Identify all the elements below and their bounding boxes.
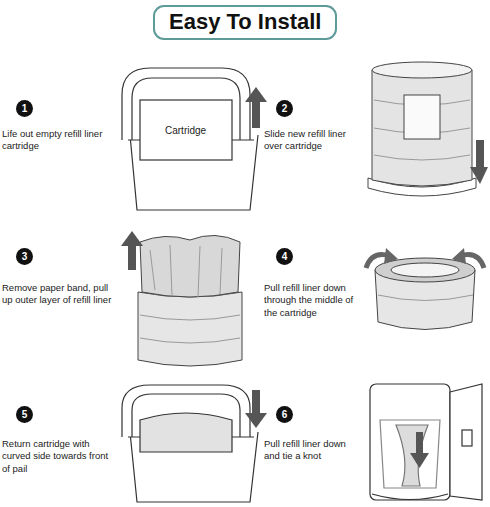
step-number-circle: 2 [276, 100, 293, 117]
bag-illustration-part [138, 292, 242, 366]
liner-illustration-part [372, 62, 472, 78]
curved-arrow [366, 255, 484, 269]
liner-illustration-part [372, 70, 472, 186]
cartridge-illustration-part [391, 263, 459, 277]
title-text: Easy To Install [169, 9, 321, 34]
step-number-circle: 5 [16, 406, 33, 423]
open-pail-illustration-part [462, 430, 472, 446]
callout-number: 2 [282, 104, 288, 114]
bag-illustration-part [140, 235, 240, 297]
open-pail-illustration-part [370, 384, 450, 500]
down-arrow [470, 140, 488, 184]
cartridge-illustration [375, 258, 475, 330]
open-pail-illustration-part [372, 494, 448, 500]
callout-number: 3 [22, 252, 28, 262]
down-arrow [245, 390, 267, 428]
up-arrow-part [252, 100, 260, 128]
step-instruction: Pull refill liner down through the middl… [264, 282, 362, 319]
down-arrow-part [252, 390, 260, 414]
step-instruction: Slide new refill liner over cartridge [264, 128, 362, 153]
up-arrow-part [245, 87, 267, 102]
step-number-circle: 6 [276, 406, 293, 423]
pail-illustration-part [140, 413, 232, 452]
pail-illustration [122, 68, 258, 210]
arrow-head-part [384, 248, 398, 264]
arrow-head [384, 248, 466, 264]
down-arrow-part [410, 453, 429, 468]
arrow-head-part [452, 248, 466, 264]
liner-illustration [368, 62, 476, 196]
up-arrow-part [128, 244, 136, 270]
callout-number: 4 [282, 252, 288, 262]
step-number-circle: 4 [276, 248, 293, 265]
down-arrow-part [470, 167, 488, 184]
bag-illustration-part [140, 315, 240, 343]
open-pail-illustration [370, 384, 482, 500]
step-instruction: Pull refill liner down and tie a knot [264, 438, 362, 463]
pail-illustration-part [140, 100, 232, 160]
step-instruction: Return cartridge with curved side toward… [2, 438, 116, 475]
open-pail-illustration-part [380, 420, 440, 488]
step-number-circle: 3 [16, 248, 33, 265]
down-arrow-part [245, 413, 267, 428]
down-arrow [410, 432, 429, 468]
part-name: Cartridge [163, 124, 208, 137]
open-pail-illustration-part [450, 384, 482, 500]
title-box: Easy To Install [153, 5, 337, 40]
callout-number: 1 [22, 104, 28, 114]
callout-number: 5 [22, 410, 28, 420]
liner-illustration-part [404, 95, 440, 139]
down-arrow-part [476, 140, 484, 168]
callout-number: 6 [282, 410, 288, 420]
pail-illustration [122, 385, 258, 502]
step-instruction: Remove paper band, pull up outer layer o… [2, 282, 116, 307]
open-pail-illustration-part [396, 425, 428, 486]
up-arrow [121, 231, 143, 270]
down-arrow-part [416, 432, 423, 454]
up-arrow-part [121, 231, 143, 246]
step-instruction: Life out empty refill liner cartridge [2, 128, 114, 153]
cartridge-illustration-part [378, 295, 473, 301]
up-arrow [245, 87, 267, 128]
bag-illustration [138, 235, 242, 366]
bag-illustration-part [150, 245, 222, 297]
step-number-circle: 1 [16, 100, 33, 117]
